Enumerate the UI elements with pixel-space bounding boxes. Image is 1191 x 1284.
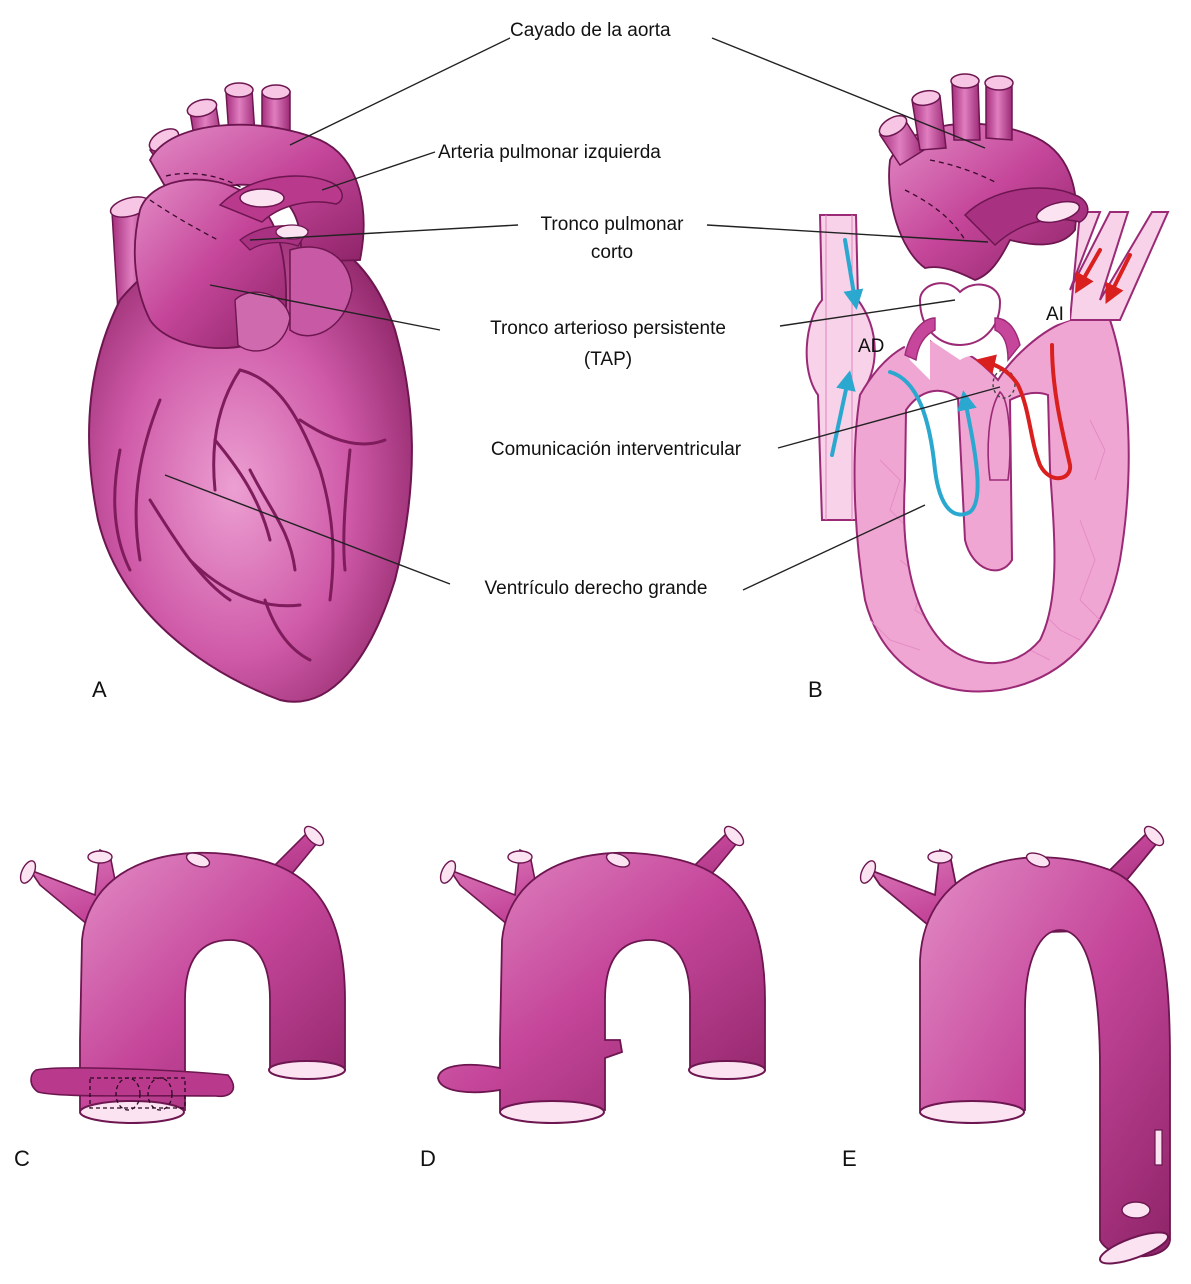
- label-aortic-arch: Cayado de la aorta: [510, 20, 671, 41]
- panel-label-a: A: [92, 677, 107, 702]
- panel-label-e: E: [842, 1146, 857, 1171]
- label-tap-line1: Tronco arterioso persistente: [490, 318, 726, 339]
- panel-e-arch: [857, 823, 1171, 1269]
- label-left-atrium: AI: [1046, 304, 1064, 325]
- panel-label-b: B: [808, 677, 823, 702]
- arch-e-body: [920, 857, 1170, 1256]
- panel-d-arch: [437, 823, 765, 1123]
- panel-b-section: [807, 74, 1168, 692]
- label-large-right-ventricle: Ventrículo derecho grande: [485, 578, 708, 599]
- panel-c-arch: [17, 823, 345, 1123]
- label-left-pulmonary-artery: Arteria pulmonar izquierda: [438, 142, 661, 163]
- label-right-atrium: AD: [858, 336, 884, 357]
- label-short-pulmonary-trunk-line1: Tronco pulmonar: [541, 214, 685, 235]
- label-tap-line2: (TAP): [584, 349, 632, 370]
- label-vsd: Comunicación interventricular: [491, 439, 742, 460]
- panel-label-d: D: [420, 1146, 436, 1171]
- label-short-pulmonary-trunk-line2: corto: [591, 242, 633, 263]
- arch-c-pulmonary: [31, 1068, 233, 1096]
- pulmonary-veins: [1070, 212, 1168, 320]
- panel-label-c: C: [14, 1146, 30, 1171]
